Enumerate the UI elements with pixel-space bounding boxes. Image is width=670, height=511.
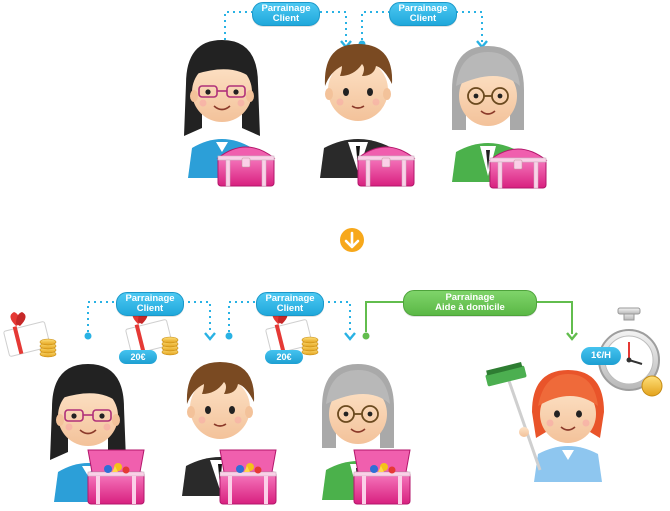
referral-client-badge: Parrainage Client (256, 292, 324, 316)
hourly-rate: 1€/H (581, 347, 621, 365)
gift-voucher-icon (124, 309, 179, 356)
badge-line-1: Parrainage (261, 3, 311, 14)
treasure-chest-icon (489, 148, 547, 189)
badge-line-1: Parrainage (265, 293, 315, 304)
arrow-down-icon (340, 228, 364, 252)
badge-line-2: Client (136, 303, 164, 314)
person-helper (532, 370, 604, 482)
referral-helper-badge: Parrainage Aide à domicile (403, 290, 537, 316)
treasure-chest-icon (217, 146, 275, 187)
badge-line-2: Client (272, 13, 300, 24)
referral-client-badge: Parrainage Client (389, 2, 457, 26)
reward-amount: 20€ (119, 350, 157, 364)
treasure-chest-icon (357, 146, 415, 187)
gift-voucher-icon (264, 309, 319, 356)
treasure-chest-icon (353, 449, 411, 505)
reward-amount: 20€ (265, 350, 303, 364)
referral-client-badge: Parrainage Client (252, 2, 320, 26)
gift-voucher-icon (2, 311, 57, 358)
treasure-chest-icon (219, 449, 277, 505)
badge-line-2: Aide à domicile (435, 302, 505, 313)
treasure-chest-icon (87, 449, 145, 505)
bottom-connectors (84, 301, 356, 341)
broom-icon (485, 361, 542, 471)
badge-line-1: Parrainage (398, 3, 448, 14)
badge-line-1: Parrainage (125, 293, 175, 304)
helper-connector (362, 301, 578, 341)
badge-line-2: Client (409, 13, 437, 24)
referral-client-badge: Parrainage Client (116, 292, 184, 316)
badge-line-1: Parrainage (445, 292, 495, 303)
badge-line-2: Client (276, 303, 304, 314)
